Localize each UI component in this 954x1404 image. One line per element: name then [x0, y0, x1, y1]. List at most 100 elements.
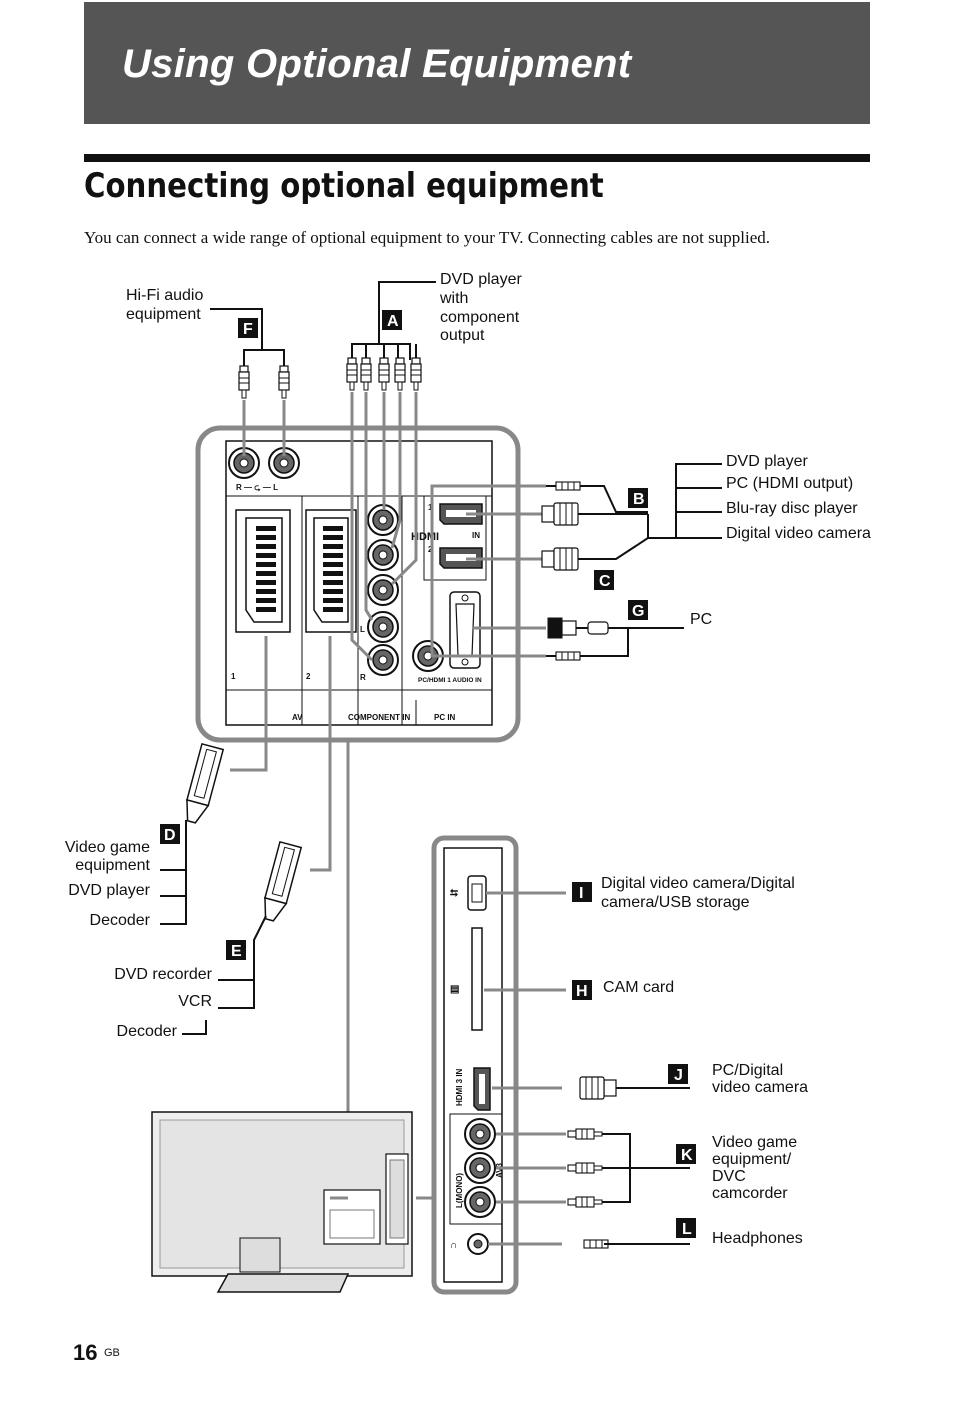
component-l-label: L [360, 625, 365, 634]
badge-f: F [238, 318, 258, 338]
badge-a: A [382, 310, 402, 330]
av3-jack-video[interactable] [464, 1118, 496, 1150]
label-av1-decoder: Decoder [90, 912, 151, 929]
component-in-label: COMPONENT IN [348, 713, 410, 722]
section-title: Using Optional Equipment [122, 42, 632, 86]
side-panel-outline [431, 835, 519, 1295]
headphone-icon: ∩ [450, 1240, 457, 1251]
av-label: AV [292, 713, 303, 722]
label-headphones: Headphones [712, 1230, 803, 1247]
hdmi-in-label: IN [472, 531, 480, 540]
svg-text:D: D [164, 827, 176, 844]
badge-b: B [628, 488, 648, 508]
component-r-label: R [360, 673, 366, 682]
hdmi-port-1[interactable] [439, 503, 483, 525]
label-av1-game-2: equipment [75, 857, 150, 874]
svg-text:K: K [681, 1147, 693, 1164]
av3-mono-label: L(MONO) [455, 1173, 464, 1208]
av3-jack-audio-r[interactable] [464, 1186, 496, 1218]
label-hdmi3-2: video camera [712, 1079, 808, 1096]
side-panel-body [443, 847, 503, 1283]
label-av2-vcr: VCR [178, 993, 212, 1010]
label-dvd-component-2: with [439, 290, 468, 307]
label-hdmi-pc: PC (HDMI output) [726, 475, 853, 492]
label-dvd-component-1: DVD player [440, 271, 522, 288]
label-hdmi-camera: Digital video camera [726, 525, 871, 542]
av2-number: 2 [306, 672, 311, 681]
pc-in-label: PC IN [434, 713, 456, 722]
scart-plug-d [186, 742, 225, 824]
audio-out-label: R — ⮎ — L [236, 483, 278, 492]
hdmi3-in-label: HDMI 3 IN [455, 1068, 464, 1106]
page-heading: Connecting optional equipment [84, 166, 604, 206]
svg-text:G: G [632, 603, 644, 620]
component-plug-4 [394, 357, 406, 391]
badge-d: D [160, 824, 180, 844]
label-hifi-line2: equipment [126, 306, 201, 323]
section-banner: Using Optional Equipment [84, 2, 870, 124]
usb-icon: ⮀ [450, 888, 458, 899]
hdmi-audio-jack-plug [545, 481, 581, 491]
badge-j: J [668, 1064, 688, 1084]
scart-plug-e [264, 840, 303, 922]
hdmi-port-2[interactable] [439, 547, 483, 569]
label-hdmi3-1: PC/Digital [712, 1062, 783, 1079]
vga-plug [547, 617, 609, 639]
vga-port[interactable] [449, 591, 481, 669]
badge-e: E [226, 940, 246, 960]
component-plug-5 [410, 357, 422, 391]
av1-number: 1 [231, 672, 236, 681]
pc-audio-label: PC/HDMI 1 AUDIO IN [418, 677, 482, 684]
scart-connector-av1[interactable] [235, 509, 291, 633]
page-number: 16 [73, 1340, 98, 1365]
label-av2-decoder: Decoder [117, 1023, 178, 1040]
av3-plug-1 [567, 1128, 603, 1140]
svg-text:C: C [599, 573, 611, 590]
av3-plug-2 [567, 1162, 603, 1174]
badge-g: G [628, 600, 648, 620]
av3-label: AV3 [495, 1162, 504, 1178]
label-hifi-line1: Hi-Fi audio [126, 287, 203, 304]
label-av3-2: equipment/ [712, 1151, 792, 1168]
component-audio-l[interactable] [367, 611, 399, 643]
av3-plug-3 [567, 1196, 603, 1208]
svg-text:B: B [633, 491, 645, 508]
badge-l: L [676, 1218, 696, 1238]
svg-text:A: A [387, 313, 399, 330]
pc-audio-plug [545, 651, 581, 661]
label-hdmi-bluray: Blu-ray disc player [726, 500, 858, 517]
hdmi3-port[interactable] [473, 1067, 491, 1111]
component-audio-r[interactable] [367, 644, 399, 676]
svg-text:L: L [682, 1221, 692, 1238]
label-av3-3: DVC [712, 1168, 746, 1185]
label-av2-recorder: DVD recorder [114, 966, 212, 983]
cam-card-slot[interactable]: ▤ [450, 927, 483, 1031]
label-cam-card: CAM card [603, 979, 674, 996]
label-dvd-component-4: output [440, 327, 485, 344]
headphone-jack[interactable]: ∩ [450, 1233, 489, 1255]
scart-connector-av2[interactable] [305, 509, 357, 633]
label-av1-dvd: DVD player [68, 882, 150, 899]
svg-text:F: F [243, 321, 253, 338]
av3-jack-audio-l[interactable] [464, 1152, 496, 1184]
rear-panel-outline [195, 425, 521, 743]
hdmi-plug-1 [541, 502, 579, 526]
badge-k: K [676, 1144, 696, 1164]
hdmi-plug-2 [541, 547, 579, 571]
label-av3-1: Video game [712, 1134, 797, 1151]
label-pc: PC [690, 611, 712, 628]
label-hdmi-dvd: DVD player [726, 453, 808, 470]
label-usb-2: camera/USB storage [601, 894, 750, 911]
hdmi3-plug [579, 1076, 617, 1100]
component-plug-2 [360, 357, 372, 391]
badge-i: I [572, 882, 592, 902]
svg-text:I: I [579, 885, 583, 902]
component-jack-pr[interactable] [367, 574, 399, 606]
badge-c: C [594, 570, 614, 590]
card-icon: ▤ [450, 984, 459, 995]
label-av1-game-1: Video game [65, 839, 150, 856]
hifi-plug-1 [238, 365, 250, 399]
svg-text:H: H [576, 983, 588, 1000]
svg-text:J: J [674, 1067, 683, 1084]
